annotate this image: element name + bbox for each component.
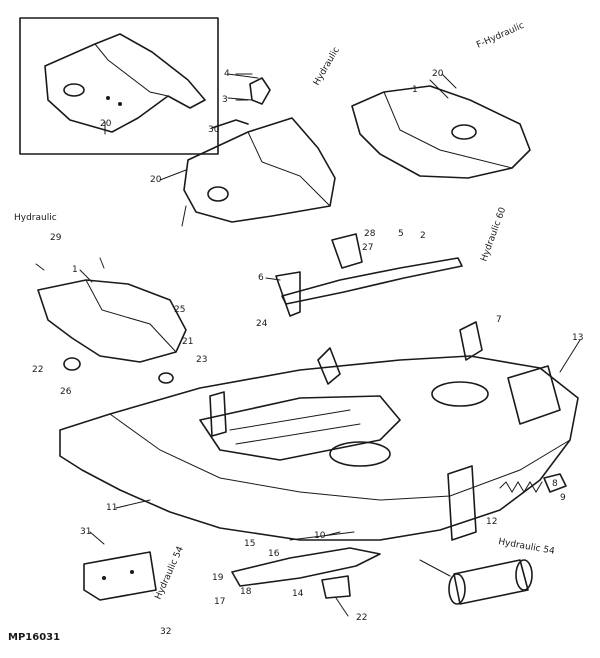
callout: 10 [314, 531, 326, 541]
callout: 14 [292, 589, 304, 599]
callout: 6 [258, 273, 264, 283]
callout: 26 [60, 387, 72, 397]
callout: 1 [412, 85, 418, 95]
left-shield [35, 257, 187, 384]
bottom-left-bracket [83, 551, 157, 601]
top-center-shield [181, 73, 336, 227]
callout: 23 [196, 355, 207, 365]
caption-right-mid: Hydraulic 60 [479, 206, 508, 263]
callout: 29 [50, 233, 62, 243]
lower-arm [231, 531, 381, 599]
callout: 20 [100, 119, 112, 129]
callout: 9 [560, 493, 566, 503]
callout: 30 [208, 125, 220, 135]
callout: 2 [420, 231, 426, 241]
leader-lines [79, 73, 581, 617]
callout: 13 [572, 333, 583, 343]
spring-assembly [499, 473, 567, 493]
callout: 31 [80, 527, 91, 537]
callout: 3 [222, 95, 228, 105]
callout: 1 [72, 265, 78, 275]
callout: 27 [362, 243, 373, 253]
callout: 24 [256, 319, 268, 329]
callout: 18 [240, 587, 252, 597]
callout: 20 [432, 69, 444, 79]
callout: 11 [106, 503, 117, 513]
callout: 21 [182, 337, 193, 347]
callout: 19 [212, 573, 224, 583]
callout: 25 [174, 305, 185, 315]
callout: 12 [486, 517, 497, 527]
roller [419, 559, 533, 605]
caption-bottom-left: Hydraulic 54 [154, 545, 186, 601]
linkage-bar [275, 233, 463, 317]
inset-detail [19, 17, 219, 155]
callout: 32 [160, 627, 171, 637]
top-right-shield [351, 79, 531, 179]
callout: 5 [398, 229, 404, 239]
callout: 15 [244, 539, 255, 549]
caption-top-center: Hydraulic [312, 45, 342, 87]
callout-labels: 20 4 3 20 30 20 1 28 5 2 1 29 6 27 25 22… [32, 69, 583, 637]
callout: 4 [224, 69, 230, 79]
callout: 22 [32, 365, 43, 375]
caption-top-right: F-Hydraulic [475, 21, 526, 51]
callout: 16 [268, 549, 280, 559]
drawing-code: MP16031 [8, 632, 60, 643]
callout: 8 [552, 479, 558, 489]
callout: 22 [356, 613, 367, 623]
caption-bottom-right: Hydraulic 54 [497, 537, 555, 557]
callout: 17 [214, 597, 225, 607]
callout: 20 [150, 175, 162, 185]
callout: 7 [496, 315, 502, 325]
callout: 28 [364, 229, 376, 239]
mower-deck [59, 321, 579, 541]
caption-left: Hydraulic [14, 213, 57, 223]
